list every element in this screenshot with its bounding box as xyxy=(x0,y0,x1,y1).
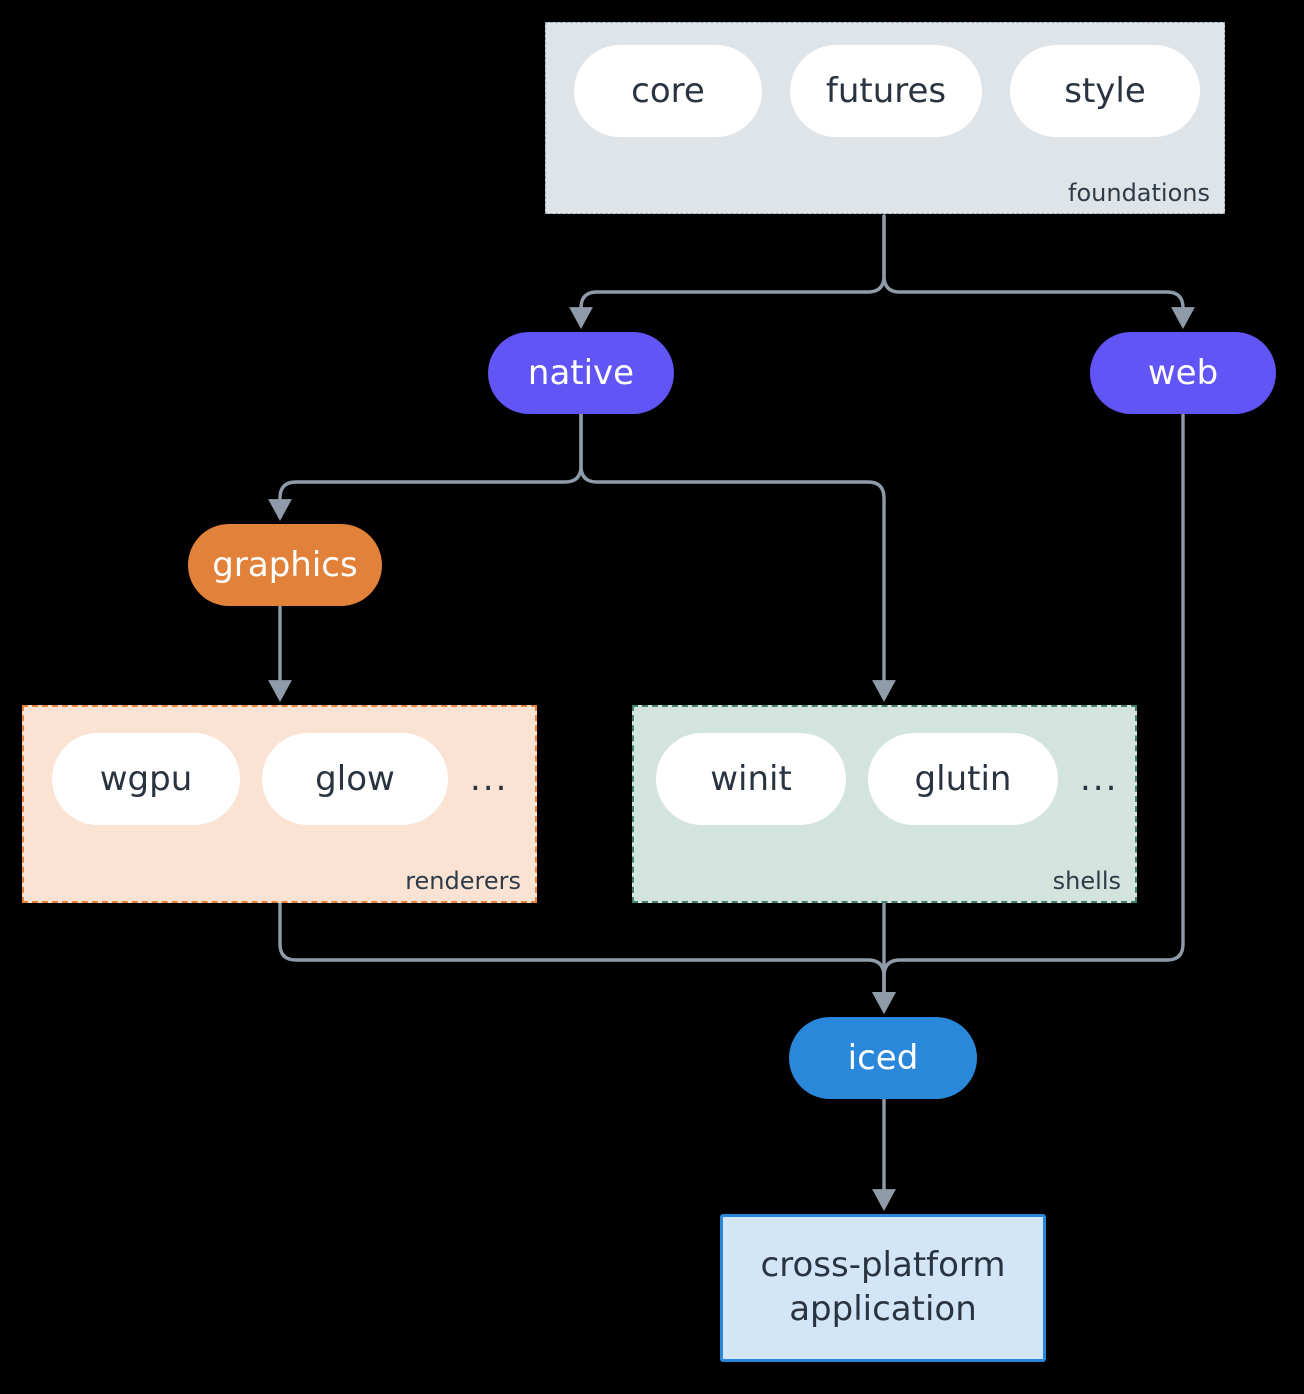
group-shells: winit glutin ... shells xyxy=(632,705,1137,903)
node-glow[interactable]: glow xyxy=(262,733,448,825)
renderers-items: wgpu glow ... xyxy=(52,733,508,825)
group-shells-label: shells xyxy=(1052,867,1121,895)
node-glutin[interactable]: glutin xyxy=(868,733,1058,825)
node-iced[interactable]: iced xyxy=(789,1017,977,1099)
node-wgpu-label: wgpu xyxy=(99,759,193,799)
node-native[interactable]: native xyxy=(488,332,674,414)
application-label-line2: application xyxy=(789,1289,977,1329)
node-cross-platform-application[interactable]: cross-platform application xyxy=(720,1214,1046,1362)
edge-foundations-to-web xyxy=(882,214,1195,329)
node-futures[interactable]: futures xyxy=(790,45,982,137)
node-graphics[interactable]: graphics xyxy=(188,524,382,606)
node-glutin-label: glutin xyxy=(914,759,1012,799)
node-iced-label: iced xyxy=(847,1038,919,1078)
node-style-label: style xyxy=(1064,71,1146,111)
node-native-label: native xyxy=(527,353,635,393)
node-winit[interactable]: winit xyxy=(656,733,846,825)
edge-foundations-to-native xyxy=(569,214,886,329)
node-core[interactable]: core xyxy=(574,45,762,137)
node-glow-label: glow xyxy=(315,759,395,799)
application-label-line1: cross-platform xyxy=(760,1245,1006,1286)
node-graphics-label: graphics xyxy=(212,545,358,585)
group-renderers: wgpu glow ... renderers xyxy=(22,705,537,903)
node-web[interactable]: web xyxy=(1090,332,1276,414)
node-web-label: web xyxy=(1147,353,1219,393)
group-foundations: core futures style foundations xyxy=(545,22,1225,214)
node-wgpu[interactable]: wgpu xyxy=(52,733,240,825)
group-renderers-label: renderers xyxy=(405,867,521,895)
edge-native-to-shells xyxy=(579,412,896,702)
node-winit-label: winit xyxy=(710,759,792,799)
edge-native-to-graphics xyxy=(268,412,583,521)
foundations-items: core futures style xyxy=(574,45,1200,137)
edge-renderers-to-iced xyxy=(278,901,896,1014)
node-core-label: core xyxy=(631,71,705,111)
group-foundations-label: foundations xyxy=(1068,179,1210,207)
renderers-overflow-ellipsis: ... xyxy=(470,759,509,799)
node-style[interactable]: style xyxy=(1010,45,1200,137)
shells-items: winit glutin ... xyxy=(656,733,1118,825)
shells-overflow-ellipsis: ... xyxy=(1080,759,1119,799)
node-futures-label: futures xyxy=(825,71,947,111)
